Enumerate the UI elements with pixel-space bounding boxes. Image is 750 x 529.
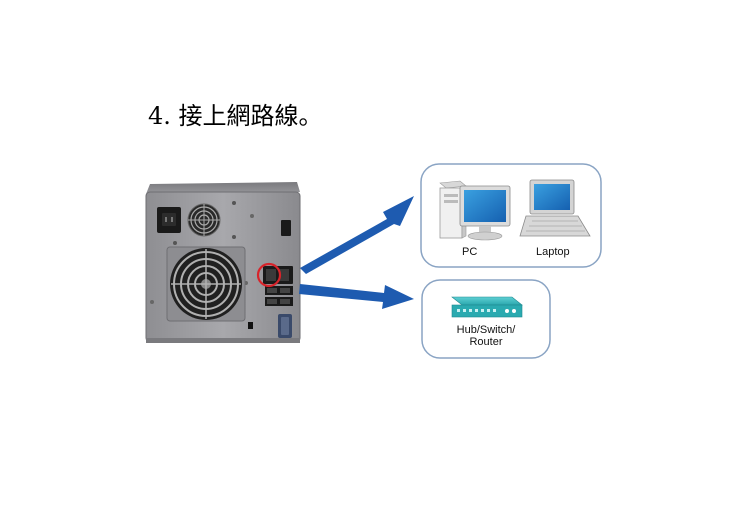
arrow-to-hub [299,284,414,309]
computers-box: PC Laptop [420,163,602,268]
hub-box: Hub/Switch/ Router [421,279,551,359]
arrow-to-computers [300,196,414,274]
large-fan-icon [166,246,246,322]
nas-device [145,182,301,343]
pc-label: PC [462,246,477,258]
laptop-icon [519,179,591,237]
step-title: 4. 接上網路線。 [148,102,323,130]
lan-port-block [263,266,293,306]
hub-label-line2: Router [469,336,502,348]
laptop-label: Laptop [536,246,570,258]
hub-label-line1: Hub/Switch/ [457,324,517,336]
hub-switch-icon [451,296,523,318]
monitor-icon [459,185,511,241]
serial-port-icon [278,314,292,338]
power-socket-icon [157,207,181,233]
small-fan-icon [187,203,221,237]
lan-port-highlight-ring [256,262,282,288]
